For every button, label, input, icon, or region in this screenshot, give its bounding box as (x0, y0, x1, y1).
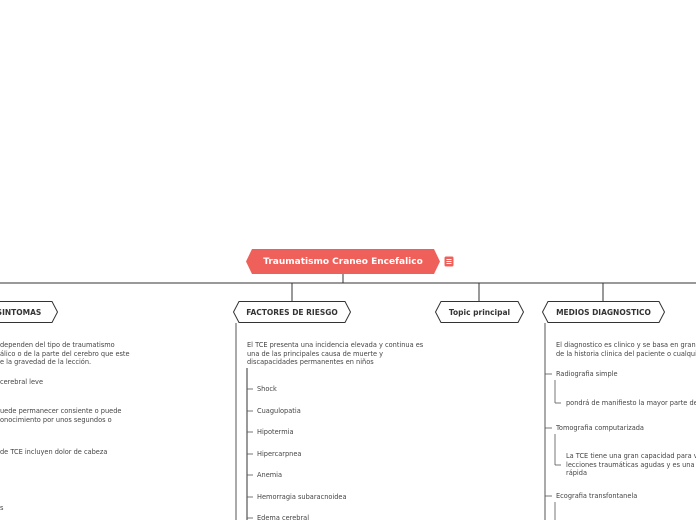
medios-intro-1: El diagnostico es clinico y se basa en g… (556, 341, 696, 349)
factores-item-hipercarpnea[interactable]: Hipercarpnea (257, 450, 302, 458)
medios-tomografia-note-2: lecciones traumáticas agudas y es una c (566, 460, 696, 469)
medios-intro-2: de la historia clinica del paciente o cu… (556, 349, 696, 358)
sintomas-text-3: e la gravedad de la lección. (0, 358, 92, 367)
note-icon[interactable] (444, 256, 454, 267)
topic-principal-shape (435, 301, 524, 323)
sintomas-text-6: onocimiento por unos segundos o (0, 415, 112, 424)
sintomas-text-5: uede permanecer consiente o puede (0, 407, 122, 415)
factores-item-shock[interactable]: Shock (257, 385, 277, 393)
topic-medios-title: MEDIOS DIAGNOSTICO (556, 307, 651, 317)
medios-radiografia-note: pondrá de manifiesto la mayor parte de (566, 399, 696, 407)
central-topic-title: Traumatismo Craneo Encefalico (263, 256, 423, 267)
medios-tomografia-note-1: La TCE tiene una gran capacidad para v (566, 452, 696, 460)
central-topic[interactable]: Traumatismo Craneo Encefalico (246, 249, 440, 274)
factores-intro-3: discapacidades permanentes en niños (247, 358, 374, 367)
sintomas-text-1: dependen del tipo de traumatismo (0, 341, 115, 349)
topic-factores-shape (233, 301, 351, 323)
factores-intro-2: una de las principales causa de muerte y (247, 349, 384, 358)
topic-sintomas-title: SINTOMAS (0, 307, 42, 317)
topic-sintomas-shape (0, 301, 58, 323)
topic-principal-title: Topic principal (448, 307, 511, 317)
factores-item-hemorragia[interactable]: Hemorragia subaracnoidea (257, 493, 347, 501)
sintomas-text-4: cerebral leve (0, 378, 44, 386)
factores-item-edema[interactable]: Edema cerebral (257, 514, 310, 522)
factores-item-anemia[interactable]: Anemia (257, 471, 283, 479)
factores-intro-1: El TCE presenta una incidencia elevada y… (247, 341, 424, 349)
sintomas-text-2: álico o de la parte del cerebro que este (0, 349, 130, 358)
sintomas-text-7: de TCE incluyen dolor de cabeza (0, 448, 108, 456)
medios-tomografia[interactable]: Tomografia computarizada (556, 424, 644, 432)
factores-item-cuagulopatia[interactable]: Cuagulopatia (257, 407, 301, 415)
topic-factores-de-riesgo[interactable]: FACTORES DE RIESGO (233, 301, 351, 323)
topic-medios-shape (542, 301, 665, 323)
topic-sintomas[interactable]: SINTOMAS (0, 301, 58, 323)
topic-factores-title: FACTORES DE RIESGO (246, 307, 338, 317)
medios-ecografia[interactable]: Ecografia transfontanela (556, 492, 638, 500)
factores-item-hipotermia[interactable]: Hipotermia (257, 428, 294, 436)
sintomas-text-8: s (0, 504, 4, 512)
medios-radiografia[interactable]: Radiografia simple (556, 370, 618, 378)
medios-tomografia-note-3: rápida (566, 469, 587, 478)
topic-medios-diagnostico[interactable]: MEDIOS DIAGNOSTICO (542, 301, 665, 323)
central-topic-shape (246, 249, 440, 274)
topic-principal[interactable]: Topic principal (435, 301, 524, 323)
